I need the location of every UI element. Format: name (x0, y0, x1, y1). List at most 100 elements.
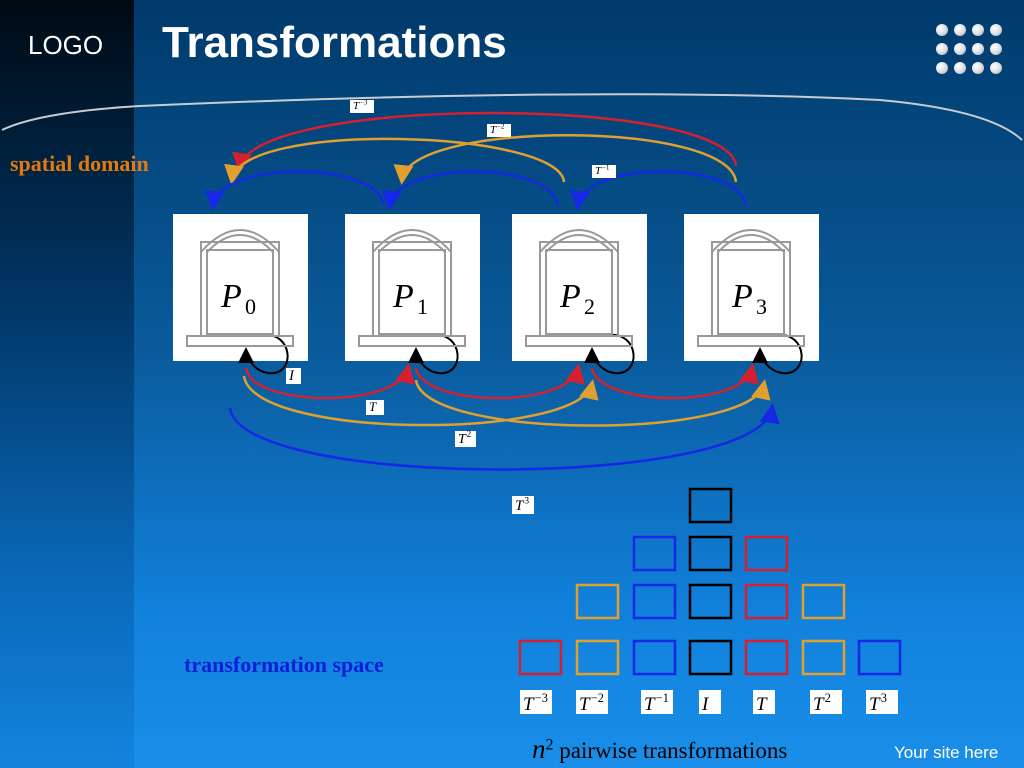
pyramid-square (688, 639, 733, 676)
panel-label-2: P (559, 278, 581, 315)
pyramid-square (632, 583, 677, 620)
transformation-space-label: transformation space (184, 652, 384, 677)
slide-title: Transformations (162, 18, 507, 67)
tag-box (810, 690, 842, 714)
dot (936, 24, 948, 36)
arc-t-a (244, 363, 415, 400)
site-footer: Your site here (894, 743, 999, 762)
dot (990, 62, 1002, 74)
pyramid-square (688, 583, 733, 620)
tag-box (487, 124, 511, 137)
spatial-domain-label: spatial domain (10, 151, 149, 176)
tag-exp: −1 (602, 163, 610, 171)
dot (990, 43, 1002, 55)
pyramid-label-1: T−2 (576, 690, 608, 715)
tag-t: T (366, 399, 384, 415)
frame-inner (206, 249, 274, 335)
tag-base: T (579, 694, 591, 715)
tag-box (455, 431, 476, 447)
tag-base: T (369, 399, 377, 414)
tag-box (350, 100, 374, 113)
arch-inner (717, 234, 785, 253)
caption-exp: 2 (545, 736, 554, 754)
tag-base: T (515, 498, 525, 514)
arch-inner (378, 234, 446, 253)
dot (972, 24, 984, 36)
dot (972, 62, 984, 74)
panel-label-3: P (731, 278, 753, 315)
pyramid-square (744, 639, 789, 676)
dot (990, 24, 1002, 36)
tag-exp: −3 (360, 98, 368, 106)
arch-outer (200, 229, 280, 253)
tag-base: T (458, 432, 467, 447)
frame-inner (545, 249, 613, 335)
identity-loop-1 (408, 333, 459, 375)
arch-outer (539, 229, 619, 253)
identity-loops (238, 333, 803, 375)
tag-base: I (701, 694, 710, 715)
frame-inner (717, 249, 785, 335)
dot (972, 43, 984, 55)
pyramid-square (688, 535, 733, 572)
logo: LOGO (28, 30, 104, 60)
tag-box (512, 496, 534, 514)
identity-loop-0 (238, 333, 289, 375)
tag-base: T (756, 694, 768, 715)
arc-t-minus-1-a (204, 170, 386, 211)
panel-sub-1: 1 (417, 294, 428, 319)
pyramid-square (518, 639, 563, 676)
tag-base: T (813, 694, 825, 715)
frame-base (697, 335, 805, 347)
pyramid-square (632, 639, 677, 676)
tag-exp: −1 (656, 691, 669, 705)
pyramid-label-0: T−3 (520, 690, 552, 715)
tag-box (866, 690, 898, 714)
tag-base: T (490, 124, 497, 136)
arc-t-minus-2-left (224, 137, 566, 185)
tag-exp: 3 (524, 496, 529, 507)
header-swoosh-line (1, 93, 1023, 141)
arch-inner (206, 234, 274, 253)
frame-base (186, 335, 294, 347)
tag-t-minus-2: T−2 (487, 122, 511, 137)
tag-base: T (595, 165, 602, 177)
tag-exp: 2 (467, 429, 472, 439)
arch-inner (545, 234, 613, 253)
arc-t-minus-3 (232, 111, 738, 173)
arc-t-b (414, 363, 585, 400)
caption-n: n (532, 734, 546, 764)
tag-identity: I (286, 368, 301, 384)
panel-sub-0: 0 (245, 294, 256, 319)
dot-grid-icon (936, 24, 1006, 76)
dot (936, 43, 948, 55)
tag-box (366, 400, 384, 415)
pyramid-label-3: I (699, 690, 721, 715)
left-sidebar-bar (0, 0, 134, 768)
tag-base: T (353, 100, 360, 112)
tag-base: T (869, 694, 881, 715)
pyramid-square (744, 535, 789, 572)
tag-exp: 3 (881, 691, 887, 705)
tag-box (576, 690, 608, 714)
tag-base: I (288, 368, 295, 384)
arc-t2-a (242, 375, 599, 427)
tag-base: T (644, 694, 656, 715)
tag-box (286, 368, 301, 384)
dot (954, 24, 966, 36)
caption-text: pairwise transformations (559, 738, 788, 763)
panel-sub-3: 3 (756, 294, 767, 319)
pyramid-label-2: T−1 (641, 690, 673, 715)
dot (936, 62, 948, 74)
panel-sub-2: 2 (584, 294, 595, 319)
tag-exp: −3 (535, 691, 548, 705)
pyramid-square (575, 639, 620, 676)
